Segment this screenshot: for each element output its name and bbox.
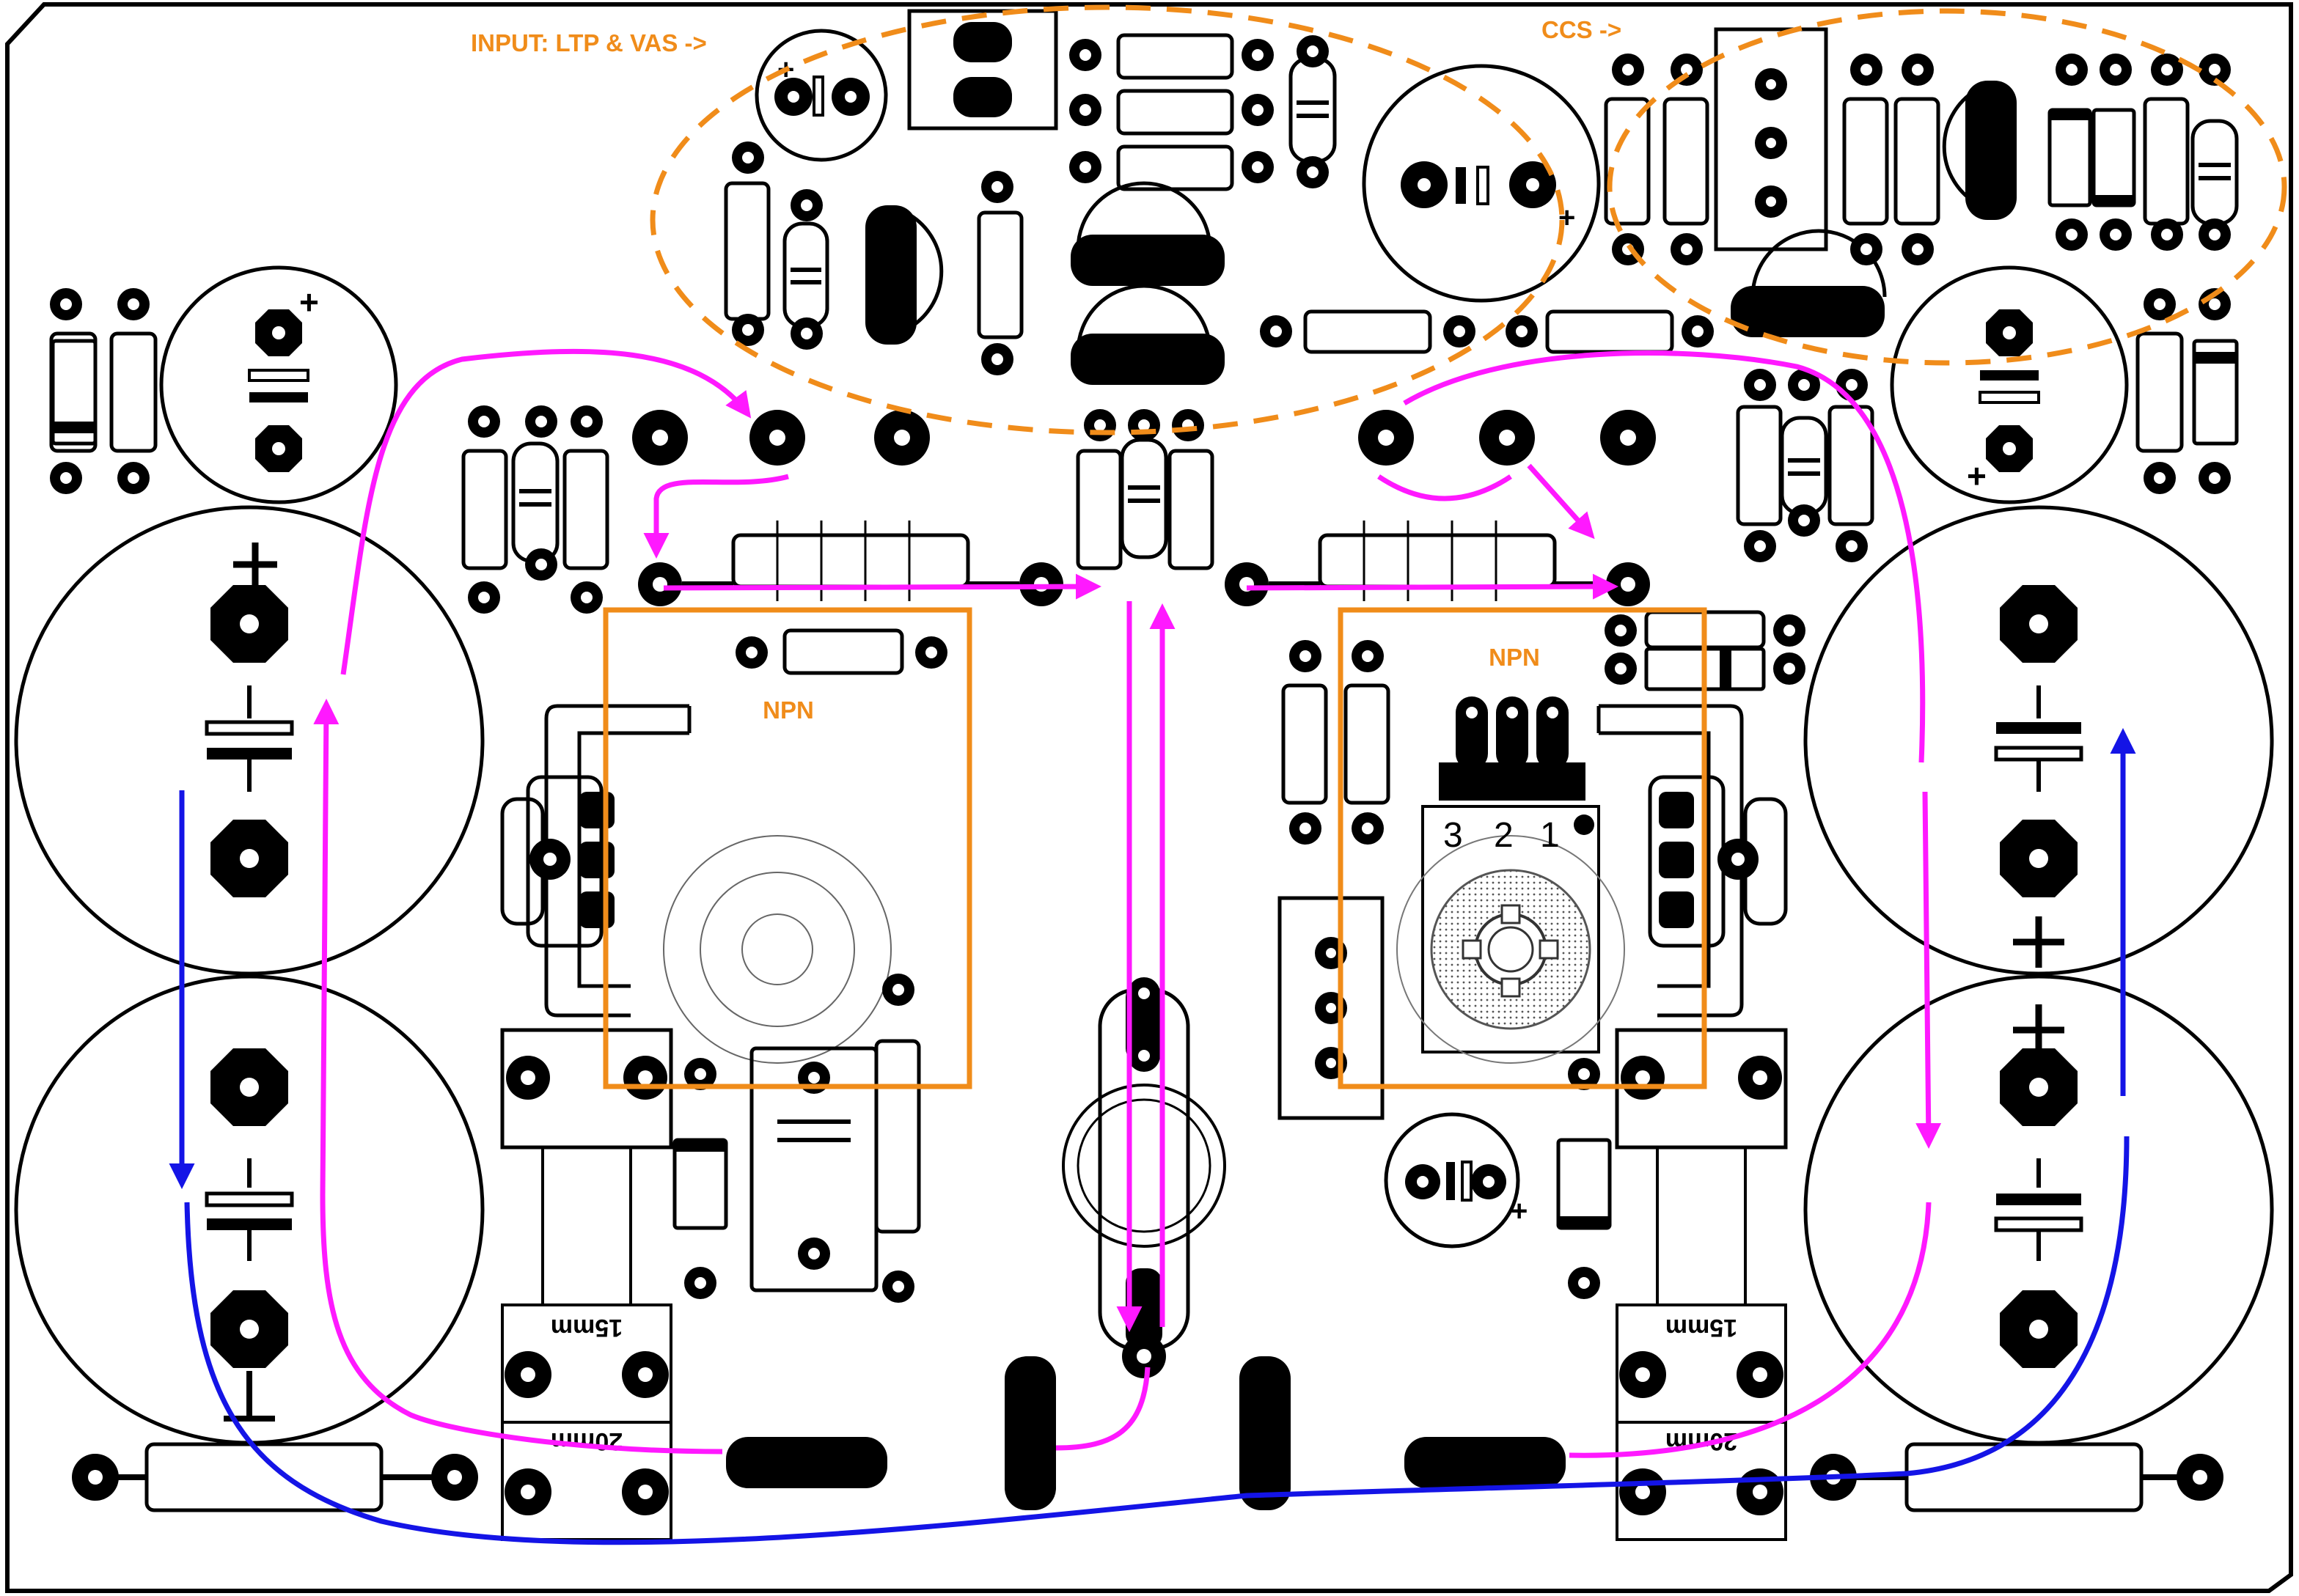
input-stage-region [650,4,1565,435]
ccs-region [1607,8,2287,366]
resistor-array [49,33,2190,1512]
bias-capacitor-small [1384,1112,1520,1249]
center-thermal-transistor [1062,982,1226,1351]
power-transistor-right-pins [1659,792,1759,928]
ground-return-paths [169,728,2136,1545]
npn-transistor-left-outline [603,607,972,1089]
heatsink-pads [505,1056,1783,1515]
output-pads [72,410,2223,1501]
filter-capacitor-top-right [1803,505,2274,976]
trimmer-pin-2-label: 2 [1494,816,1514,855]
input-stage-label: INPUT: LTP & VAS -> [471,29,707,56]
npn-left-label: NPN [763,696,814,724]
trimmer-pin-1-label: 1 [1540,816,1560,855]
current-flow-paths [313,348,1942,1458]
board-outline [5,2,2293,1593]
decoupling-capacitor-left [159,265,398,504]
npn-right-label: NPN [1489,644,1540,671]
small-signal-transistors [726,81,2017,1510]
resistor-15mm-left-label: 15mm [551,1314,623,1342]
bias-trimmer-potentiometer [1396,696,1625,1064]
input-capacitor-small [755,29,888,162]
svg-text:+: + [1967,457,1987,495]
ccs-label: CCS -> [1541,16,1621,43]
trimmer-pin-3-label: 3 [1443,816,1463,855]
filter-capacitor-bottom-right [1803,974,2274,1445]
decoupling-capacitor-right [1890,265,2129,504]
diode-cathode-bands [53,110,2237,1228]
filter-capacitor-top-left [14,505,485,976]
input-capacitor-large [1362,64,1601,303]
solder-pads [50,35,2231,1303]
svg-text:+: + [299,283,319,321]
svg-text:+: + [1511,1195,1528,1227]
filter-capacitor-bottom-left [14,974,485,1445]
npn-transistor-right-outline [1338,607,1707,1089]
film-capacitor-plates [519,100,2231,1142]
film-capacitors [511,56,2239,1292]
resistor-15mm-right-label: 15mm [1665,1314,1737,1342]
power-transistor-left [500,704,892,1064]
